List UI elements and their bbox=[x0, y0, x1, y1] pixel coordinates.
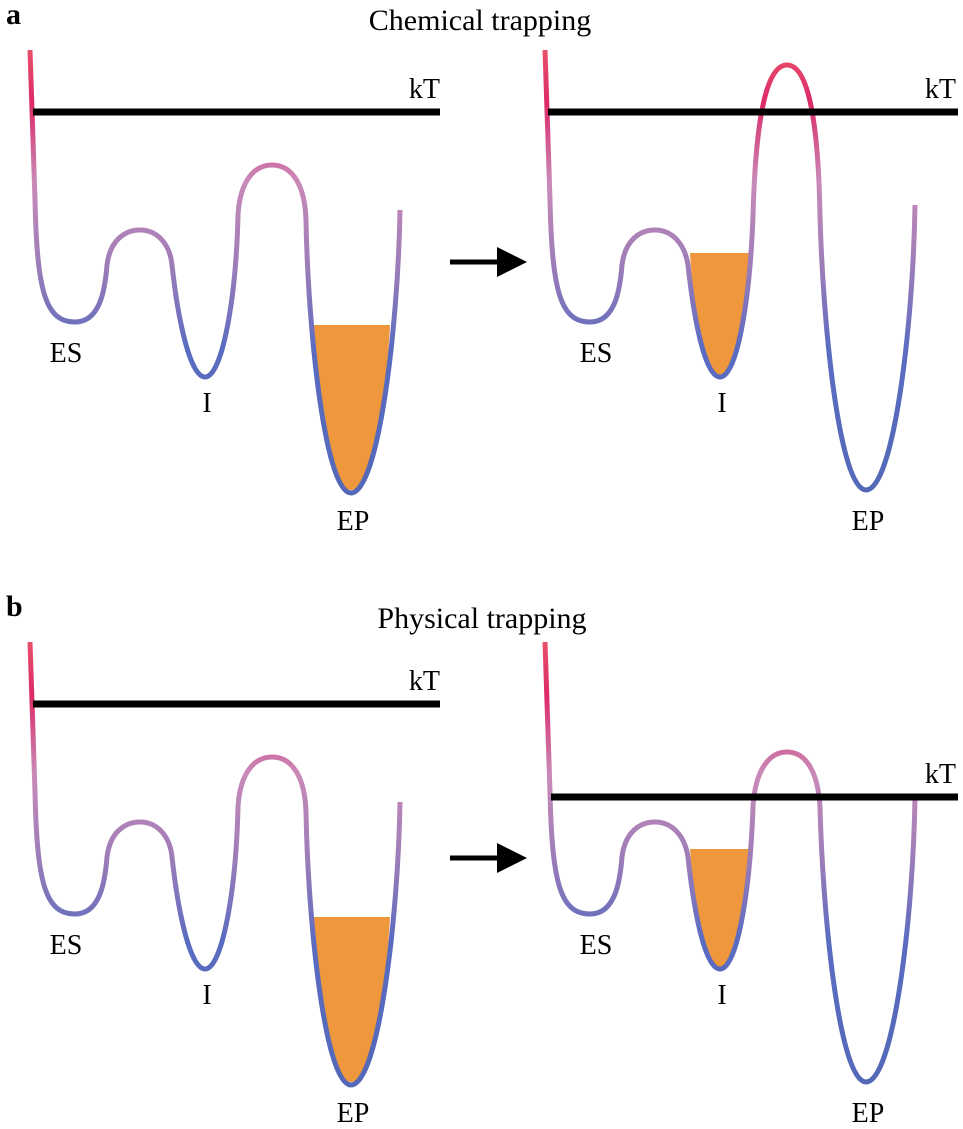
energy-curve bbox=[27, 49, 403, 496]
panel-a: a Chemical trapping kT ES I EP kT ES I E… bbox=[6, 0, 958, 537]
landscape-before: kT ES I EP bbox=[27, 641, 440, 1129]
kt-label: kT bbox=[409, 74, 440, 105]
panel-letter: b bbox=[6, 590, 23, 623]
energy-curve bbox=[542, 641, 918, 1085]
state-label-es: ES bbox=[580, 930, 613, 961]
state-label-i: I bbox=[202, 980, 211, 1011]
state-label-i: I bbox=[717, 980, 726, 1011]
state-label-ep: EP bbox=[852, 1098, 885, 1129]
state-label-ep: EP bbox=[852, 506, 885, 537]
state-label-i: I bbox=[717, 388, 726, 419]
state-label-i: I bbox=[202, 388, 211, 419]
panel-letter: a bbox=[6, 0, 21, 31]
state-label-es: ES bbox=[50, 338, 83, 369]
kt-label: kT bbox=[925, 74, 956, 105]
energy-curve bbox=[27, 641, 403, 1088]
kt-label: kT bbox=[409, 666, 440, 697]
i-population-fill bbox=[690, 849, 750, 967]
landscape-after: kT ES I EP bbox=[542, 641, 958, 1129]
state-label-es: ES bbox=[580, 338, 613, 369]
panel-b: b Physical trapping kT ES I EP kT ES I E… bbox=[6, 590, 958, 1129]
energy-curve bbox=[542, 49, 918, 493]
state-label-es: ES bbox=[50, 930, 83, 961]
state-label-ep: EP bbox=[337, 1098, 370, 1129]
i-population-fill bbox=[690, 253, 750, 375]
state-label-ep: EP bbox=[337, 506, 370, 537]
panel-title: Physical trapping bbox=[377, 602, 586, 635]
landscape-before: kT ES I EP bbox=[27, 49, 440, 537]
panel-title: Chemical trapping bbox=[369, 4, 591, 37]
landscape-after: kT ES I EP bbox=[542, 49, 958, 537]
kt-label: kT bbox=[925, 759, 956, 790]
